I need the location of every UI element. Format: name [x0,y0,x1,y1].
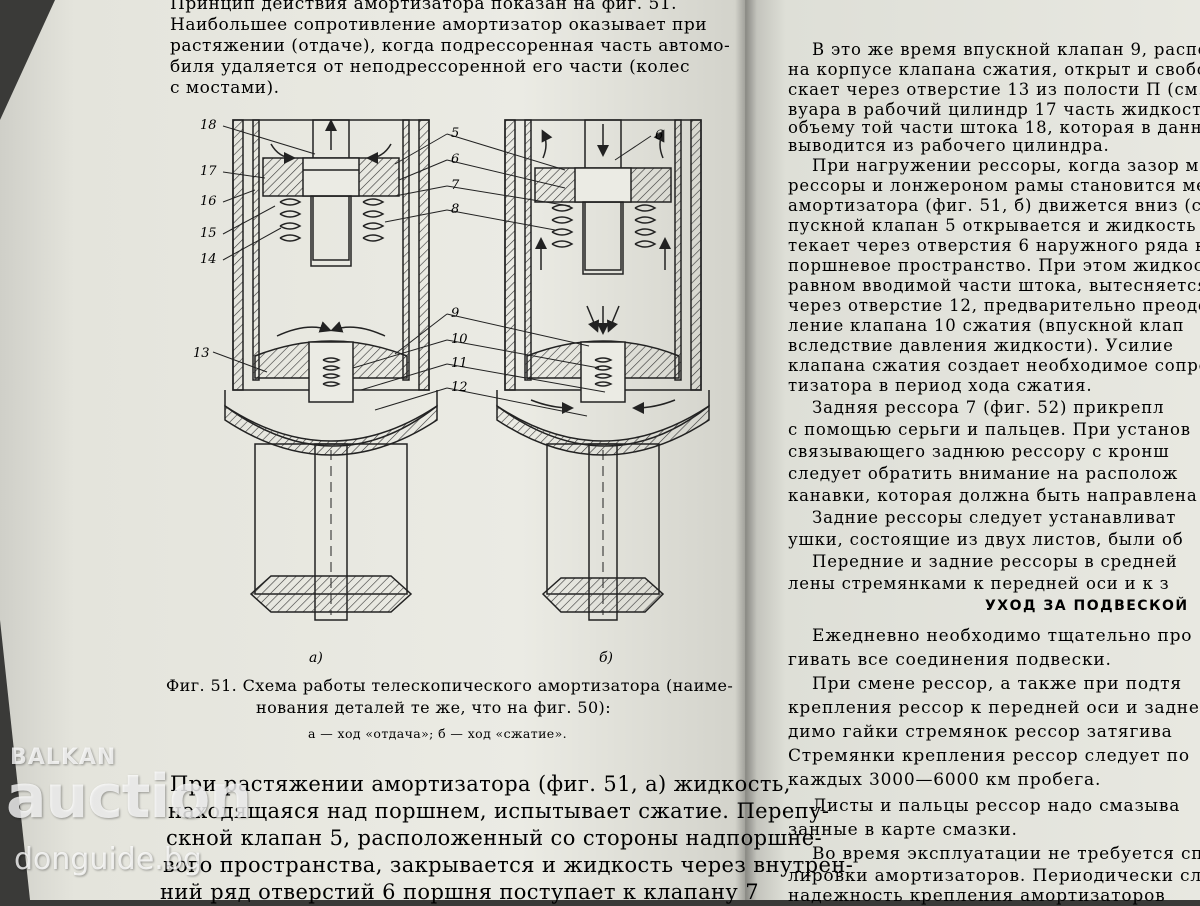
text-line: Задняя рессора 7 (фиг. 52) прикрепл [812,398,1165,417]
text-line: Принцип действия амортизатора показан на… [170,0,678,14]
text-line: лены стремянками к передней оси и к з [788,574,1170,593]
text-line: вуара в рабочий цилиндр 17 часть жидкост [788,100,1200,119]
text-line: тизатора в период хода сжатия. [788,376,1093,395]
text-line: следует обратить внимание на располож [788,464,1179,483]
text-line: с помощью серьги и пальцев. При установ [788,420,1191,439]
text-line: скает через отверстие 13 из полости П (с… [788,80,1200,99]
callout-15: 15 [200,226,217,241]
text-line: на корпусе клапана сжатия, открыт и своб… [788,60,1200,79]
watermark-brand-small: BALKAN [10,745,117,770]
text-line: крепления рессор к передней оси и задне [788,698,1200,718]
callout-6: 6 [451,152,460,167]
text-line: рессоры и лонжероном рамы становится мен… [788,176,1200,195]
text-line: Передние и задние рессоры в средней [812,552,1178,571]
callout-16: 16 [200,194,217,209]
section-heading: УХОД ЗА ПОДВЕСКОЙ [985,598,1189,614]
shock-absorber-diagram [212,119,710,621]
callout-17: 17 [200,164,217,179]
callout-7: 7 [451,178,460,193]
text-line: гивать все соединения подвески. [788,650,1112,670]
watermark-domain: donguide.bg [14,842,202,877]
text-line: амортизатора (фиг. 51, б) движется вниз … [788,196,1200,215]
shock-absorber-figure: 18 17 16 15 14 13 5 6 7 8 9 10 11 12 6 а… [185,110,715,666]
text-line: каждых 3000—6000 км пробега. [788,770,1102,790]
absorber-b [496,119,710,621]
text-line: с мостами). [170,78,280,98]
subfigure-label-a: а) [309,650,323,666]
text-line: димо гайки стремянок рессор затягива [788,722,1173,742]
text-line: клапана сжатия создает необходимое сопро… [788,356,1200,375]
figure-subcaption: а — ход «отдача»; б — ход «сжатие». [308,726,568,741]
text-line: связывающего заднюю рессору с кронш [788,442,1170,461]
text-line: ний ряд отверстий 6 поршня поступает к к… [160,880,760,904]
callout-18: 18 [200,118,217,133]
text-line: Во время эксплуатации не требуется сп [812,844,1200,864]
text-line: растяжении (отдаче), когда подрессоренна… [170,36,731,56]
text-line: биля удаляется от неподрессоренной его ч… [170,57,691,77]
text-line: ушки, состоящие из двух листов, были об [788,530,1184,549]
text-line: вого пространства, закрывается и жидкост… [163,853,854,877]
book-gutter [735,0,757,900]
text-line: вследствие давления жидкости). Усилие [788,336,1174,355]
text-line: скной клапан 5, расположенный со стороны… [166,826,823,850]
figure-caption-line: Фиг. 51. Схема работы телескопического а… [166,676,734,695]
text-line: через отверстие 12, предварительно преод… [788,296,1200,315]
text-line: При нагружении рессоры, когда зазор меж [812,156,1200,175]
right-page [745,0,1200,900]
text-line: Листы и пальцы рессор надо смазыва [812,796,1181,816]
text-line: поршневое пространство. При этом жидкост [788,256,1200,275]
callout-6-right: 6 [655,128,664,143]
text-line: находящаяся над поршнем, испытывает сжат… [168,799,830,823]
text-line: текает через отверстия 6 наружного ряда … [788,236,1200,255]
figure-caption-line: нования деталей те же, что на фиг. 50): [256,698,611,717]
watermark-brand-large: auction [6,762,252,832]
text-line: При смене рессор, а также при подтя [812,674,1182,694]
absorber-a [224,119,438,621]
text-line: Наибольшее сопротивление амортизатор ока… [170,15,708,35]
text-line: выводится из рабочего цилиндра. [788,136,1110,155]
callout-14: 14 [200,252,217,267]
text-line: Стремянки крепления рессор следует по [788,746,1190,766]
text-line: В это же время впускной клапан 9, распо [812,40,1200,59]
text-line: ление клапана 10 сжатия (впускной клап [788,316,1185,335]
text-line: Ежедневно необходимо тщательно про [812,626,1193,646]
text-line: занные в карте смазки. [788,820,1018,840]
text-line: объему той части штока 18, которая в дан… [788,118,1200,137]
callout-11: 11 [451,356,468,371]
callout-10: 10 [451,332,468,347]
callout-5: 5 [451,126,460,141]
text-line: лировки амортизаторов. Периодически сл [788,866,1200,886]
callout-9: 9 [451,306,460,321]
callout-8: 8 [451,202,460,217]
callout-13: 13 [193,346,210,361]
text-line: равном вводимой части штока, вытесняется [788,276,1200,295]
text-line: Задние рессоры следует устанавливат [812,508,1177,527]
text-line: пускной клапан 5 открывается и жидкость … [788,216,1200,235]
subfigure-label-b: б) [599,650,614,666]
text-line: канавки, которая должна быть направлена [788,486,1198,505]
text-line: надежность крепления амортизаторов [788,886,1166,906]
callout-12: 12 [451,380,468,395]
text-line: При растяжении амортизатора (фиг. 51, а)… [170,772,791,796]
